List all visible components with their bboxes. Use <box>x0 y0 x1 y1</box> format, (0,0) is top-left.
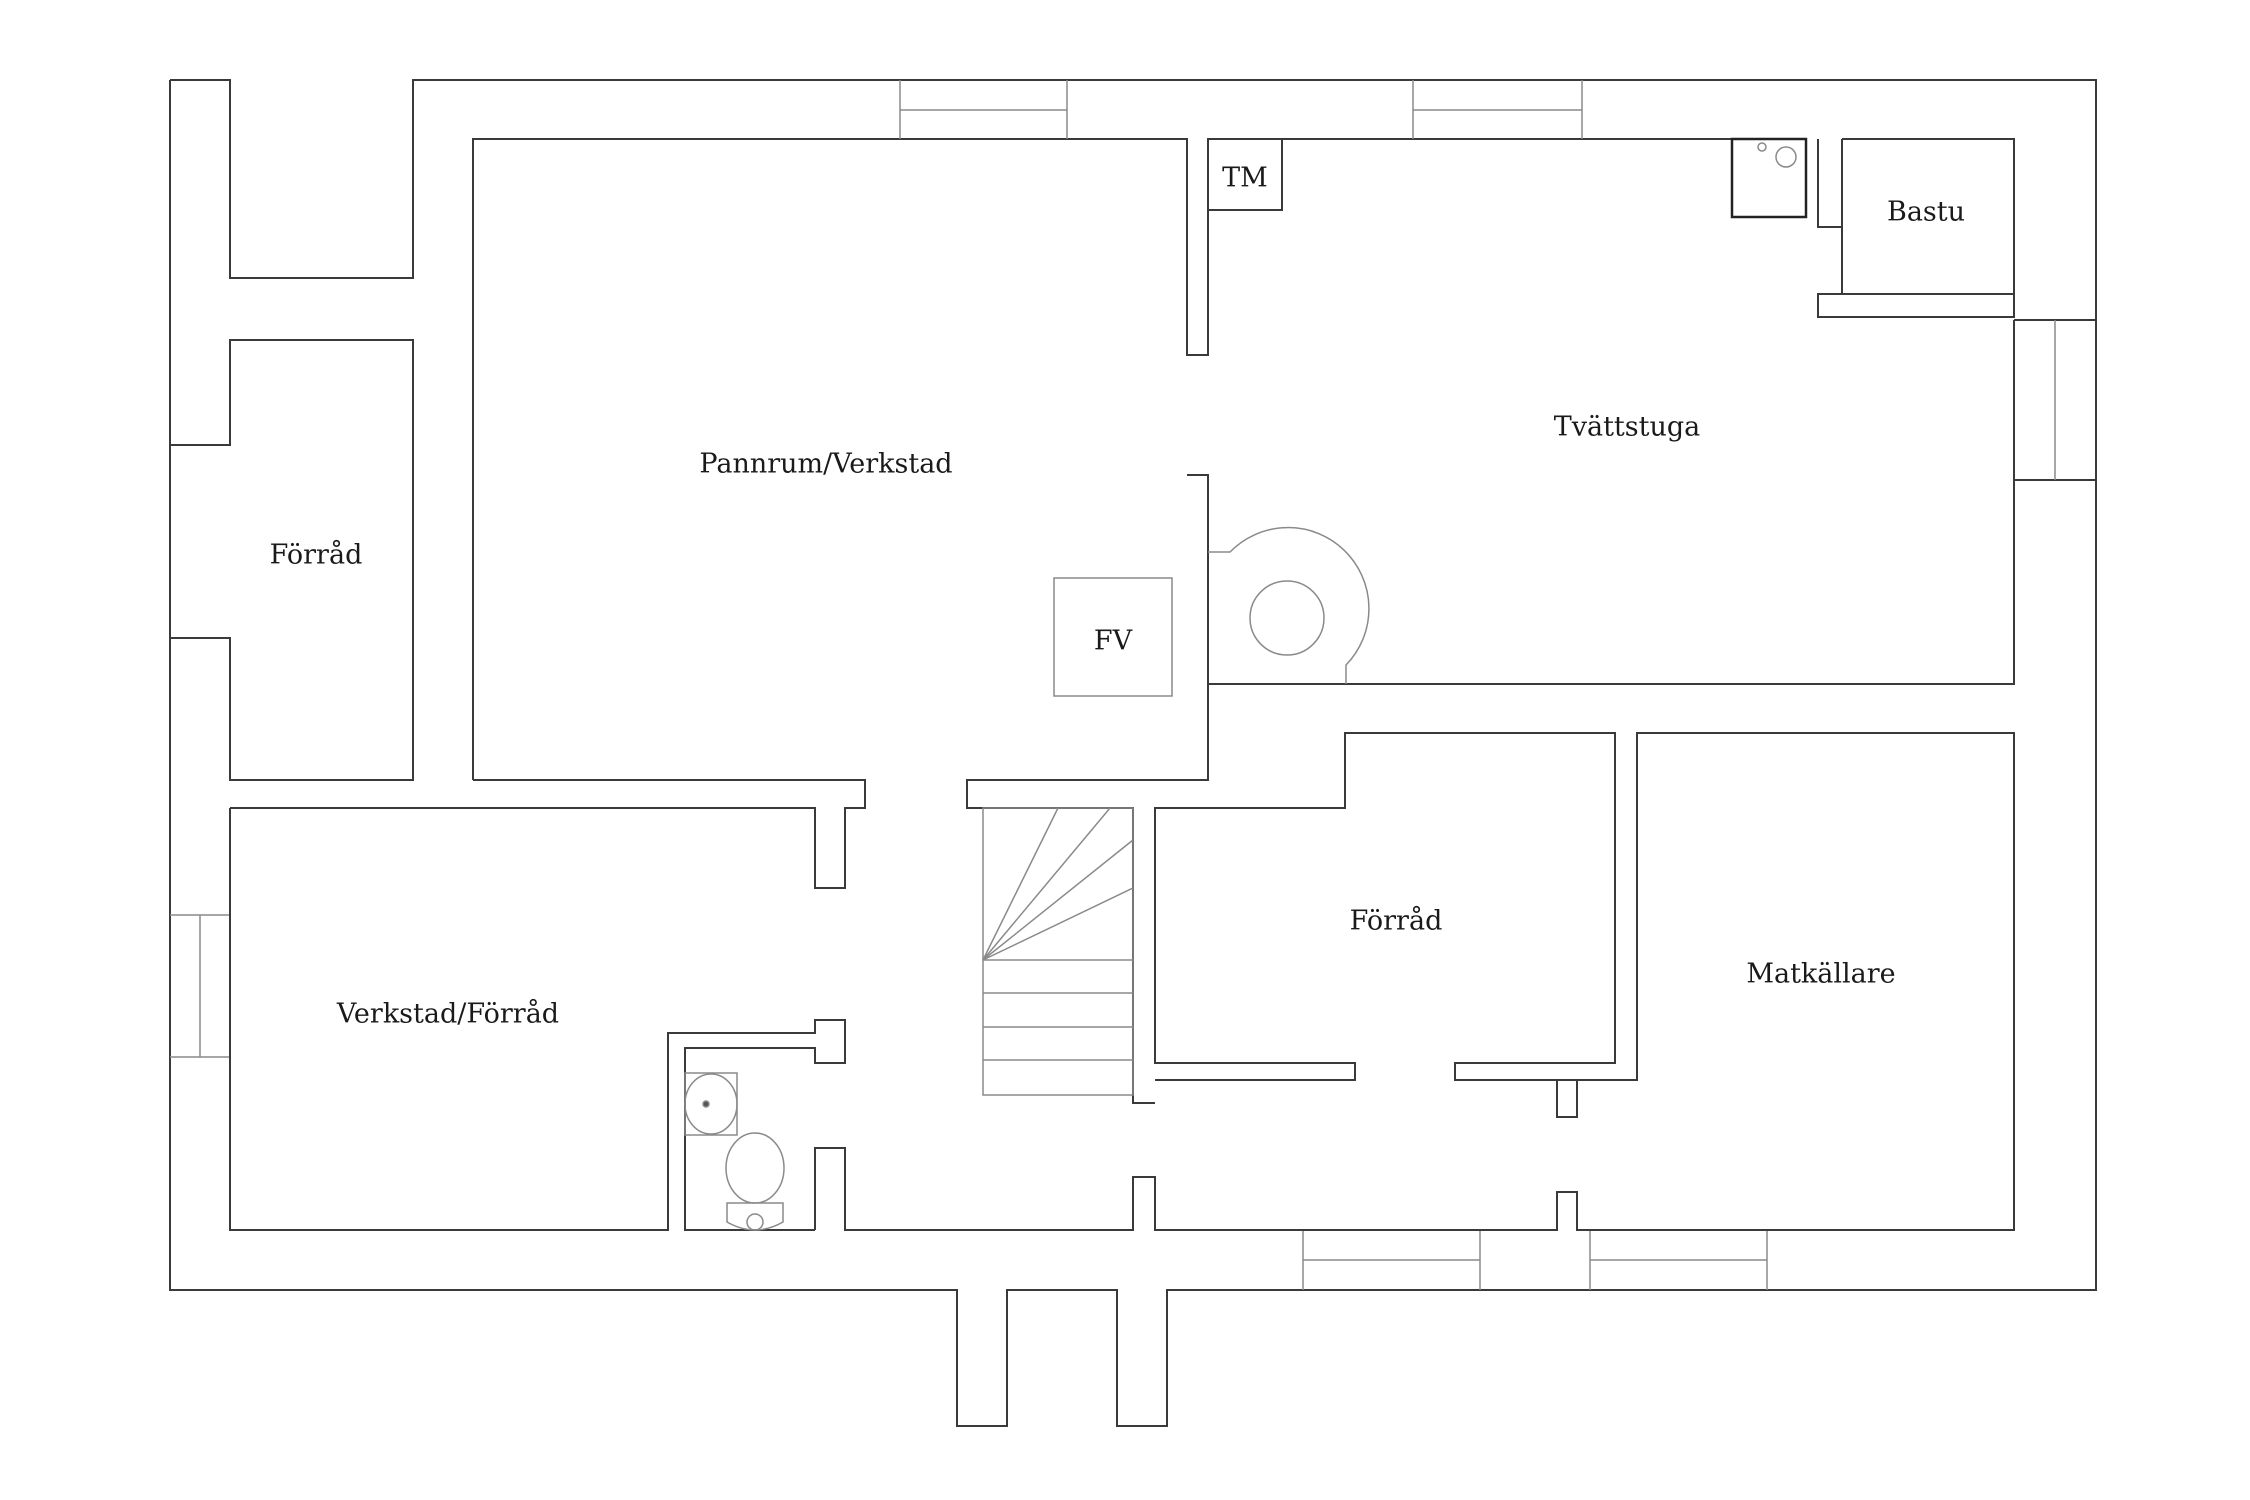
window-west <box>170 914 230 1058</box>
room-label-verkstad-forrad: Verkstad/Förråd <box>336 998 560 1030</box>
room-label-tm: TM <box>1222 162 1268 194</box>
room-label-forrad-center: Förråd <box>1349 905 1443 937</box>
window-bottom-1 <box>1302 1230 1481 1290</box>
toilet <box>725 1132 785 1231</box>
room-label-tvattstuga: Tvättstuga <box>1553 411 1701 443</box>
wall-verkstad <box>229 808 846 1231</box>
sink <box>684 1072 738 1136</box>
window-top-2 <box>1412 80 1583 139</box>
wall-tvattstuga <box>1207 475 2096 685</box>
room-label-bastu: Bastu <box>1886 196 1966 228</box>
window-bottom-2 <box>1589 1230 1768 1290</box>
wall-forrad-west <box>170 339 414 781</box>
stairs <box>982 807 1134 1096</box>
outer-wall <box>169 79 2097 1427</box>
window-top-1 <box>899 80 1068 139</box>
boiler <box>1208 526 1370 684</box>
wall-bastu <box>1817 139 2015 318</box>
room-label-forrad-west: Förråd <box>269 539 363 571</box>
room-label-pannrum: Pannrum/Verkstad <box>699 448 953 480</box>
wall-tm <box>1208 139 1283 211</box>
room-label-matkallare: Matkällare <box>1746 958 1896 990</box>
room-label-fv: FV <box>1093 625 1133 657</box>
fv-box <box>1053 577 1173 697</box>
shower <box>1730 137 1808 219</box>
